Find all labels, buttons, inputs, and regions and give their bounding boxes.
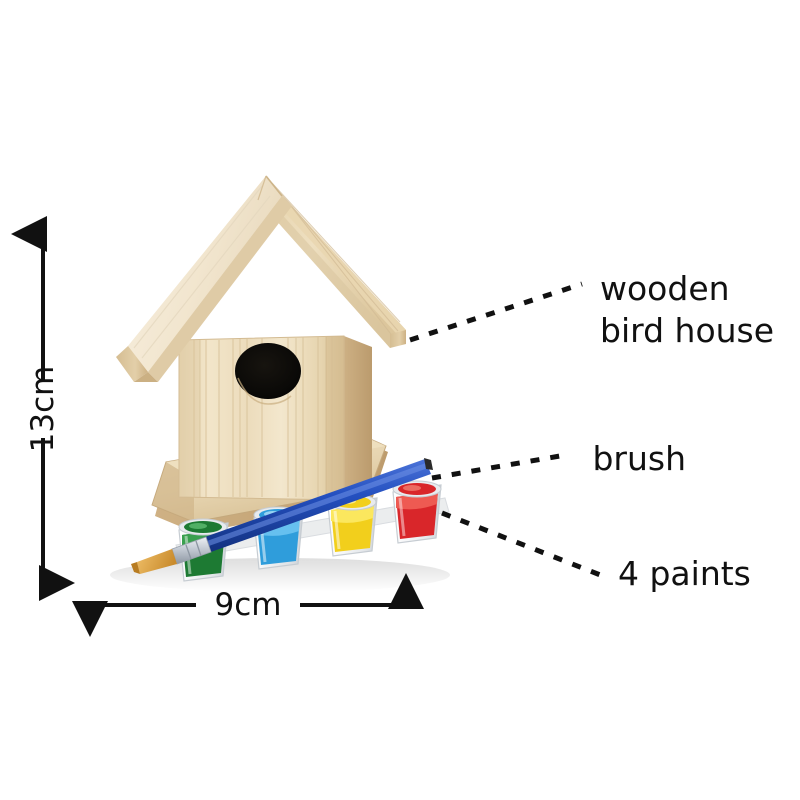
annotation-label-brush: brush xyxy=(592,439,686,478)
paint-brush xyxy=(131,458,433,574)
leader-line-wooden-bird-house xyxy=(409,281,583,343)
leader-line-brush xyxy=(431,453,561,481)
annotation-line: bird house xyxy=(600,311,774,350)
annotation-line: wooden xyxy=(600,269,730,308)
red-paint-pot xyxy=(392,480,442,544)
dimension-width: 9cm xyxy=(72,573,424,637)
dimension-height: 13cm xyxy=(11,216,75,601)
birdhouse-entrance-hole xyxy=(235,343,301,399)
birdhouse-body xyxy=(178,335,372,501)
annotation-label-wooden-bird-house: wooden bird house xyxy=(600,269,774,350)
leader-line-4-paints xyxy=(441,510,609,581)
annotation-label-4-paints: 4 paints xyxy=(618,554,751,593)
dimension-height-label: 13cm xyxy=(25,366,61,453)
dimension-width-label: 9cm xyxy=(215,587,282,623)
birdhouse-roof xyxy=(116,175,406,382)
